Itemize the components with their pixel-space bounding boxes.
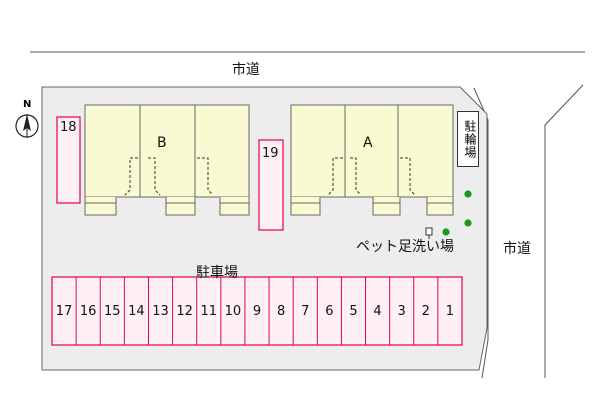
- parking-slot-18: [56, 116, 81, 204]
- parking-slot-8: 8: [276, 304, 286, 319]
- parking-slot-7: 7: [301, 304, 310, 319]
- building-a-label: A: [363, 135, 373, 151]
- parking-lot-label: 駐車場: [196, 265, 238, 281]
- tree-icon: [464, 219, 472, 227]
- parking-slot-4: 4: [373, 304, 382, 319]
- parking-slot-9: 9: [252, 304, 262, 319]
- building-b-label: B: [157, 135, 167, 151]
- parking-slot-1: 1: [445, 304, 455, 319]
- compass-north-label: N: [23, 99, 32, 110]
- parking-slot-12: 12: [176, 304, 193, 319]
- parking-slot-13: 13: [152, 304, 169, 319]
- parking-slot-15: 15: [104, 304, 121, 319]
- parking-row: [51, 276, 463, 346]
- parking-slot-2: 2: [421, 304, 430, 319]
- tree-icon: [442, 228, 450, 236]
- bike-parking-label: 駐輪場: [457, 111, 479, 167]
- road-label-right: 市道: [503, 241, 531, 257]
- parking-slot-16: 16: [79, 304, 97, 319]
- tree-icon: [464, 190, 472, 198]
- slot-label-18: 18: [60, 120, 77, 135]
- parking-slot-6: 6: [325, 304, 334, 319]
- parking-slot-dividers: [75, 277, 439, 345]
- parking-slot-10: 10: [224, 304, 242, 319]
- parking-slot-11: 11: [200, 304, 218, 319]
- parking-slot-5: 5: [349, 304, 358, 319]
- road-line-right-outer: [544, 84, 584, 378]
- road-line-right-inner: [473, 87, 489, 379]
- parking-slot-14: 14: [128, 304, 145, 319]
- slot-label-19: 19: [262, 146, 279, 161]
- faucet-icon: [425, 227, 433, 236]
- compass-icon: [15, 114, 39, 138]
- road-label-top: 市道: [232, 62, 260, 78]
- building-a: [290, 104, 454, 216]
- parking-slot-17: 17: [55, 304, 73, 319]
- pet-wash-label: ペット足洗い場: [356, 239, 454, 255]
- building-b: [84, 104, 250, 216]
- parking-slot-3: 3: [397, 304, 406, 319]
- parking-slot-19: [258, 139, 284, 231]
